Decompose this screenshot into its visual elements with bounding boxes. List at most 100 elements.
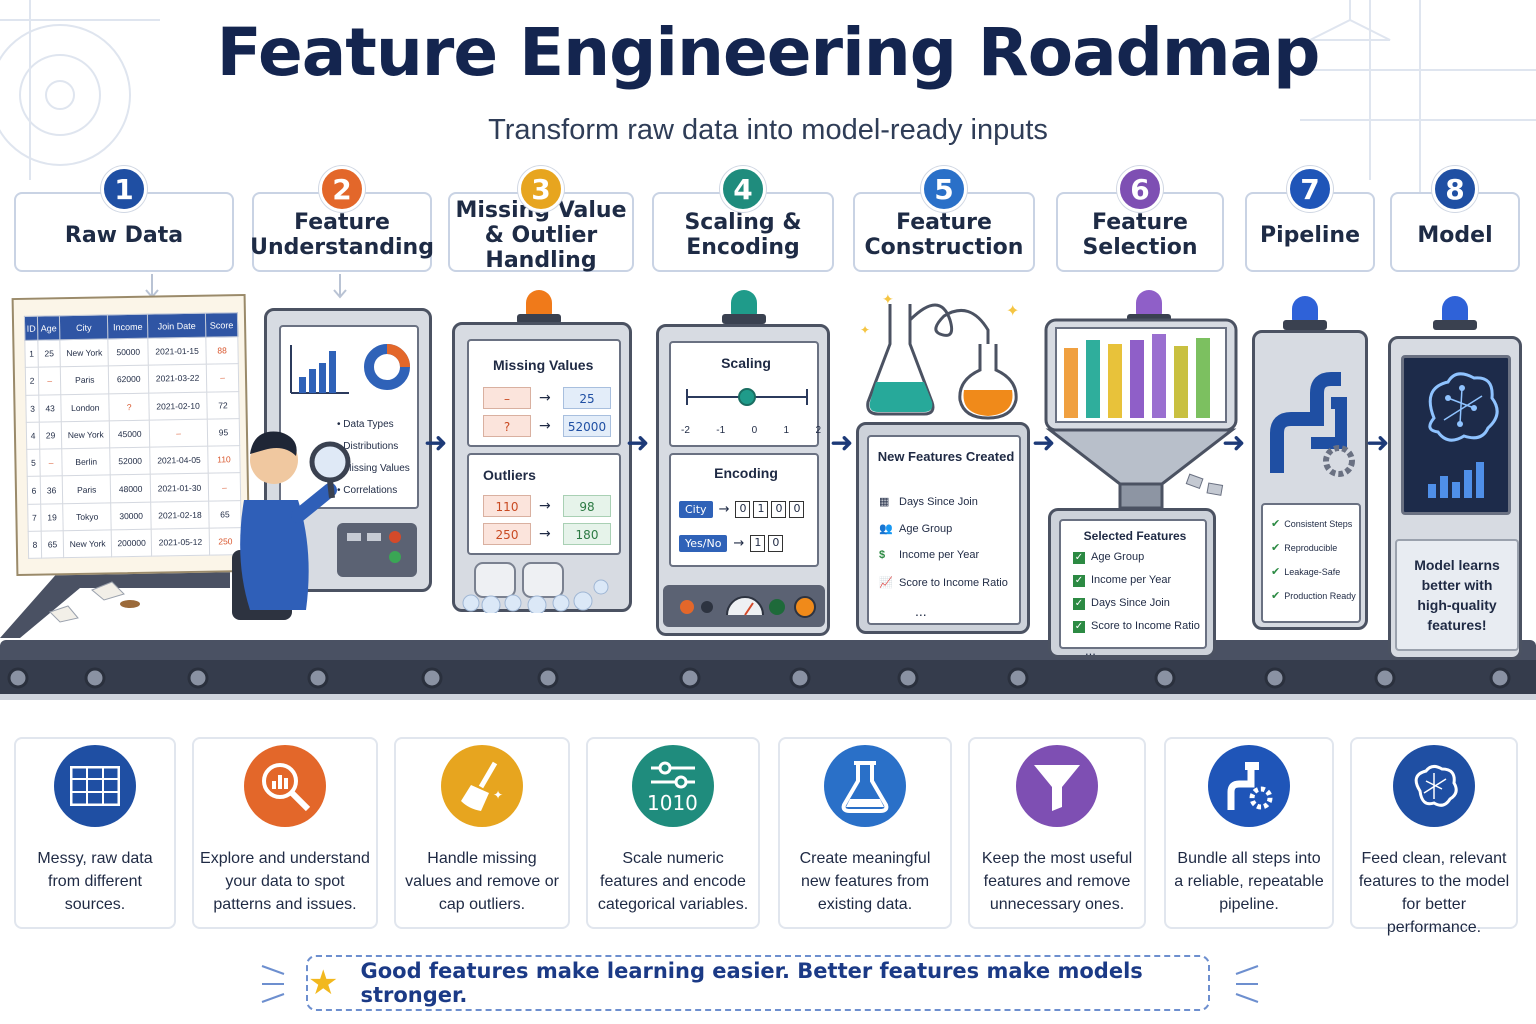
desc-card-scaling: 1010 Scale numeric features and encode c… [586,737,760,929]
list-item-label: Data Types [343,419,394,430]
original-value: 110 [483,495,531,517]
star-icon: ★ [308,963,339,1003]
bit: 0 [789,500,805,518]
original-value: 250 [483,523,531,545]
list-item: ✓Days Since Join [1073,597,1200,620]
yesno-encoding-row: Yes/No → 1 0 [679,533,784,553]
cell: 36 [40,476,63,504]
step-label: Raw Data [64,222,184,248]
list-item: • Data Types [337,419,394,430]
checkbox-icon: ✓ [1073,621,1085,633]
pipe-gear-icon [1208,745,1290,827]
col-header: Income [107,314,148,339]
cell: 2021-04-05 [149,446,209,475]
cell: New York [60,338,109,368]
desc-card-raw-data: Messy, raw data from different sources. [14,737,176,929]
col-header: Age [37,315,61,341]
list-item: ▦Days Since Join [879,495,1008,522]
list-item-label: Consistent Steps [1284,519,1353,529]
desc-text: Feed clean, relevant features to the mod… [1358,850,1510,936]
step-number: 1 [101,166,147,212]
col-header: City [59,314,109,340]
footer-right-dashes [1235,965,1259,1003]
page-title: Feature Engineering Roadmap [216,14,1321,91]
beacon-base [722,314,766,324]
check-circle-icon: ✔ [1271,566,1281,578]
selected-features-list: ✓Age Group ✓Income per Year ✓Days Since … [1073,551,1200,658]
list-item: ✔Reproducible [1271,541,1356,565]
original-value: ? [483,415,531,437]
desc-card-construction: Create meaningful new features from exis… [778,737,952,929]
check-circle-icon: ✔ [1271,542,1281,554]
step-number: 3 [518,166,564,212]
table-icon [54,745,136,827]
list-item-label: Production Ready [1284,591,1356,601]
list-item-label: Score to Income Ratio [899,577,1008,589]
selected-features-title: Selected Features [1083,529,1187,543]
replacement-row: ? → 52000 [483,415,613,439]
desc-text: Messy, raw data from different sources. [37,850,153,913]
model-caption: Model learns better with high-quality fe… [1395,539,1519,651]
funnel-icon [1016,745,1098,827]
cell: 52000 [110,447,151,476]
purple-beacon [1136,290,1162,316]
cell: 2021-01-30 [150,473,209,502]
replacement-row: – → 25 [483,387,613,411]
model-screen [1401,355,1511,515]
desc-text: Create meaningful new features from exis… [799,850,931,913]
beacon-base [1433,320,1477,330]
new-features-list: ▦Days Since Join 👥Age Group $Income per … [879,495,1008,623]
list-item-label: Age Group [899,523,953,535]
imputed-value: 52000 [563,415,611,437]
magnifier-chart-icon [244,745,326,827]
cell: 48000 [110,474,151,503]
cell: 5 [26,449,41,477]
desc-text: Keep the most useful features and remove… [981,850,1133,913]
category-chip: Yes/No [679,534,728,552]
svg-text:✦: ✦ [882,292,894,308]
list-item: ✓Income per Year [1073,574,1200,597]
tick-label: -2 [681,425,690,436]
tick-label: 2 [815,425,821,436]
list-item: ✓Age Group [1073,551,1200,574]
cell: 2021-03-22 [148,364,207,393]
step-label: Feature Selection [1082,210,1198,260]
list-item-label: Correlations [343,485,398,496]
list-item: ✔Leakage-Safe [1271,565,1356,589]
bit: 0 [768,534,784,552]
cell: 65 [41,530,64,559]
flow-arrow: ➜ [1366,426,1390,459]
flow-arrow: ➜ [1032,426,1056,459]
desc-card-model: Feed clean, relevant features to the mod… [1350,737,1518,936]
cell: 7 [27,503,42,532]
step-model: 8 Model [1390,166,1520,272]
step-label: Feature Construction [864,210,1024,260]
model-station: Model learns better with high-quality fe… [1388,336,1522,660]
cell: 200000 [111,529,152,558]
selection-station: Selected Features ✓Age Group ✓Income per… [1048,508,1216,658]
step-missing-outlier: 3 Missing Value & Outlier Handling [448,166,634,273]
chart-icons [290,344,410,394]
missing-values-title: Missing Values [493,357,594,373]
step-label: Scaling & Encoding [684,210,802,260]
scrubber-rollers [462,562,609,613]
desc-text: Scale numeric features and encode catego… [597,850,749,913]
arrow-icon: → [718,501,730,517]
list-item-label: Income per Year [899,549,980,561]
cell: 45000 [109,420,150,449]
svg-text:1010: 1010 [647,791,698,814]
cell: 2021-02-18 [150,500,210,530]
more-indicator: ... [1085,643,1096,658]
encoding-title: Encoding [714,465,778,481]
list-item-label: Distributions [343,441,399,452]
lab-flasks: ✦✦✦ [860,292,1019,420]
cell: 88 [205,336,239,365]
cell: 4 [26,421,40,450]
encoding-panel: Encoding City → 0 1 0 0 Yes/No → 1 0 [669,453,819,567]
cell: 6 [27,476,41,505]
arrow-icon: → [733,535,745,551]
step-feature-selection: 6 Feature Selection [1056,166,1224,272]
footer-text: Good features make learning easier. Bett… [360,959,1143,1007]
scaling-panel: Scaling -2 -1 0 1 2 [669,341,821,447]
